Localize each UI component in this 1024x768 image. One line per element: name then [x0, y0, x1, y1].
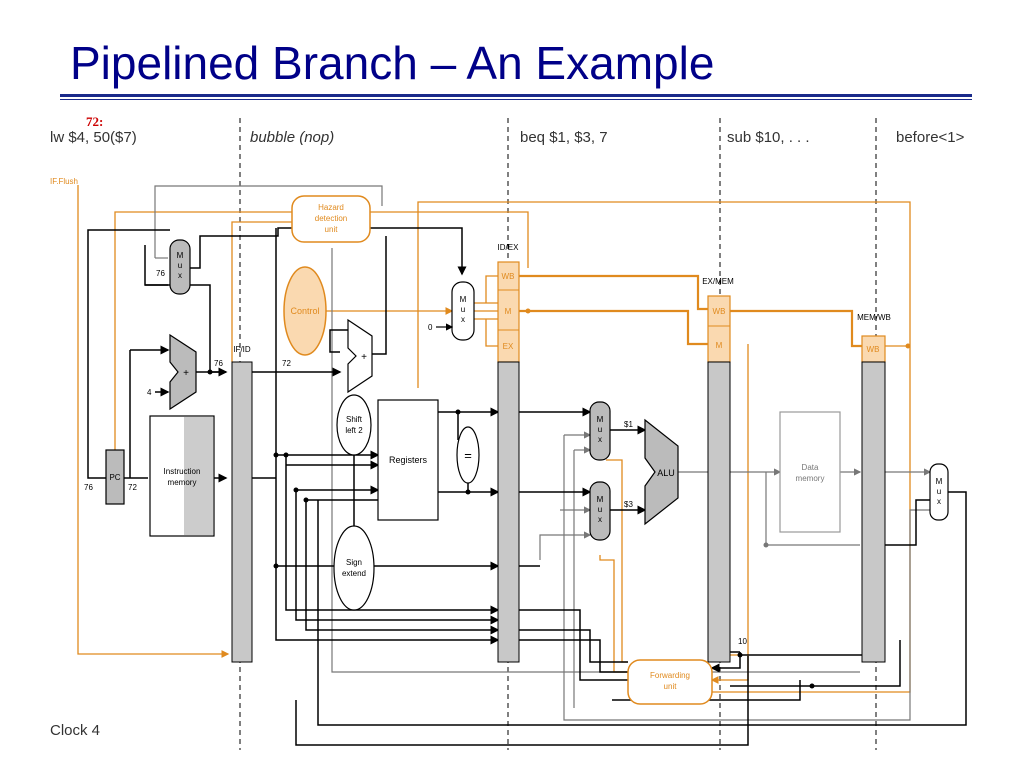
svg-text:Shift: Shift	[346, 415, 363, 424]
svg-text:u: u	[937, 487, 941, 496]
stage-wb-instruction: before<1>	[896, 129, 965, 146]
svg-text:Instruction: Instruction	[164, 467, 201, 476]
junction-dots	[207, 308, 911, 689]
alu-mux-top: M u x	[589, 401, 611, 461]
svg-text:M: M	[505, 307, 512, 316]
svg-text:M: M	[936, 477, 943, 486]
sign-extend: Sign extend	[333, 525, 375, 611]
pc-mux: M u x	[169, 239, 191, 295]
equality-comparator: =	[456, 426, 480, 484]
hazard-line-1: Hazard	[318, 203, 344, 212]
svg-text:x: x	[461, 315, 465, 324]
svg-text:M: M	[597, 495, 604, 504]
branch-adder: +	[347, 318, 373, 394]
svg-text:left 2: left 2	[345, 426, 363, 435]
hazard-line-3: unit	[325, 225, 339, 234]
alu-mux-bottom: M u x	[589, 481, 611, 541]
adder-four: 4	[147, 388, 152, 397]
svg-text:M: M	[460, 295, 467, 304]
slide-title: Pipelined Branch – An Example	[70, 37, 715, 89]
instruction-memory: Instruction memory	[149, 415, 215, 537]
writeback-mux: M u x	[929, 463, 949, 521]
register-file: Registers	[377, 399, 439, 521]
title-rule	[60, 94, 972, 97]
pc-value-76: 76	[84, 483, 93, 492]
svg-text:EX: EX	[503, 342, 514, 351]
svg-text:extend: extend	[342, 569, 366, 578]
alu: ALU	[644, 418, 679, 526]
svg-text:M: M	[177, 251, 184, 260]
hazard-line-2: detection	[315, 214, 347, 223]
pc-value-72: 72	[128, 483, 137, 492]
svg-text:u: u	[598, 505, 602, 514]
clock-label: Clock 4	[50, 722, 100, 739]
svg-text:PC: PC	[109, 473, 120, 482]
stage-mem-instruction: sub $10, . . .	[727, 129, 810, 146]
pc-mux-value-76: 76	[156, 269, 165, 278]
svg-text:x: x	[598, 435, 602, 444]
svg-text:M: M	[716, 341, 723, 350]
ifid-value-76: 76	[214, 359, 223, 368]
if-id-register: IF/ID	[231, 345, 253, 663]
svg-text:+: +	[183, 368, 189, 379]
svg-text:u: u	[178, 261, 182, 270]
svg-text:Registers: Registers	[389, 455, 428, 465]
svg-text:Forwarding: Forwarding	[650, 671, 690, 680]
title-rule-thin	[60, 99, 972, 100]
svg-text:=: =	[464, 448, 472, 463]
svg-text:unit: unit	[664, 682, 678, 691]
control-mux-zero: 0	[428, 323, 433, 332]
forwarding-unit: Forwarding unit	[627, 659, 713, 705]
control-unit: Control	[283, 266, 327, 356]
id-ex-register: ID/EX WB M EX	[497, 243, 520, 663]
svg-text:ALU: ALU	[657, 468, 675, 478]
note-72: 72:	[86, 114, 103, 129]
svg-text:EX/MEM: EX/MEM	[702, 277, 734, 286]
svg-text:+: +	[361, 352, 367, 363]
svg-text:Sign: Sign	[346, 558, 362, 567]
svg-text:ID/EX: ID/EX	[498, 243, 520, 252]
svg-text:Data: Data	[802, 463, 819, 472]
alu-input-reg-3: $3	[624, 500, 633, 509]
stage-if-instruction: lw $4, 50($7)	[50, 129, 137, 146]
svg-text:x: x	[178, 271, 182, 280]
mem-wb-register: MEM/WB WB	[857, 313, 891, 663]
svg-text:WB: WB	[502, 272, 515, 281]
stage-ex-instruction: beq $1, $3, 7	[520, 129, 608, 146]
data-memory: Data memory	[779, 411, 841, 533]
if-flush-label: IF.Flush	[50, 177, 78, 186]
alu-input-reg-1: $1	[624, 420, 633, 429]
ex-mem-register: EX/MEM WB M	[702, 277, 734, 663]
control-label: Control	[290, 306, 319, 316]
svg-text:M: M	[597, 415, 604, 424]
svg-text:MEM/WB: MEM/WB	[857, 313, 891, 322]
ifid-value-72: 72	[282, 359, 291, 368]
svg-text:WB: WB	[713, 307, 726, 316]
program-counter: PC	[105, 449, 125, 505]
svg-text:memory: memory	[796, 474, 825, 483]
svg-text:memory: memory	[168, 478, 197, 487]
svg-text:u: u	[461, 305, 465, 314]
svg-text:x: x	[937, 497, 941, 506]
svg-text:IF/ID: IF/ID	[233, 345, 251, 354]
svg-text:x: x	[598, 515, 602, 524]
pc-adder: +	[169, 333, 197, 411]
control-mux: M u x	[451, 281, 475, 341]
exmem-value-10: 10	[738, 637, 747, 646]
stage-id-instruction: bubble (nop)	[250, 129, 334, 146]
svg-text:WB: WB	[867, 345, 880, 354]
svg-text:u: u	[598, 425, 602, 434]
shift-left-2: Shift left 2	[336, 394, 372, 456]
hazard-detection-unit: Hazard detection unit	[291, 195, 371, 243]
